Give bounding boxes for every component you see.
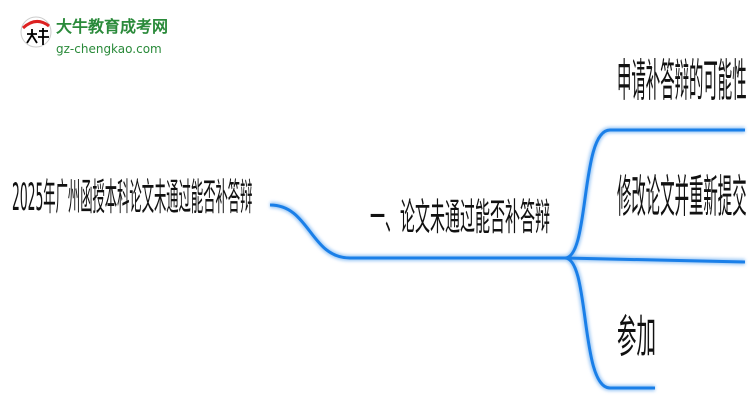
branch-3	[564, 256, 655, 390]
brand-url: gz-chengkao.com	[56, 42, 162, 56]
branch-1	[564, 128, 745, 260]
level1-node: 一、论文未通过能否补答辩	[370, 196, 550, 240]
branch-2	[564, 256, 746, 264]
leaf-node: 参加	[617, 311, 656, 364]
leaf-node: 修改论文并重新提交	[617, 171, 747, 224]
brand-name: 大牛教育成考网	[56, 17, 169, 36]
logo-icon	[20, 16, 52, 48]
logo	[18, 14, 54, 54]
root-node: 2025年广州函授本科论文未通过能否补答辩	[12, 176, 253, 220]
root-branch	[269, 203, 565, 260]
leaf-node: 申请补答辩的可能性	[617, 55, 747, 108]
